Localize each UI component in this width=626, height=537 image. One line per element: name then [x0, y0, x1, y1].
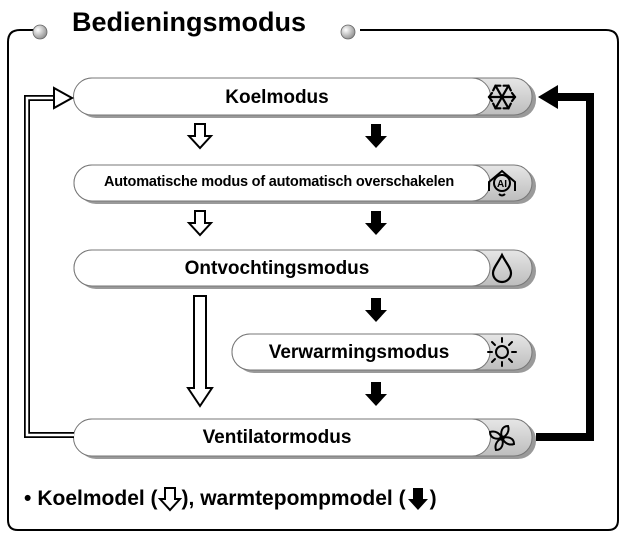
- left-return-arrowhead: [53, 86, 75, 110]
- hollow-arrow-1: [186, 123, 214, 150]
- mode-label-automatisch: Automatische modus of automatisch oversc…: [104, 174, 454, 190]
- outer-frame: [7, 29, 619, 531]
- pill-ventilator: [73, 418, 536, 459]
- solid-arrow-1: [365, 124, 387, 148]
- right-return-line: [536, 93, 594, 441]
- legend-footer: • Koelmodel ( ), warmtepompmodel ( ): [24, 486, 437, 512]
- sun-icon: [487, 337, 517, 367]
- legend-hollow-arrow-icon: [157, 487, 182, 512]
- auto-ai-icon: AI: [488, 169, 516, 197]
- mode-label-koelmodus: Koelmodus: [225, 87, 329, 108]
- water-drop-icon: [491, 252, 513, 284]
- left-return-line-inner: [25, 96, 74, 437]
- fan-icon: [488, 424, 516, 452]
- mode-label-ventilator: Ventilatormodus: [202, 427, 352, 448]
- left-return-line: [24, 95, 74, 438]
- snowflake-icon: [487, 84, 517, 110]
- mode-label-ontvochting: Ontvochtingsmodus: [184, 258, 370, 279]
- frame-knob-left: [32, 24, 48, 40]
- solid-arrow-4: [365, 382, 387, 406]
- solid-arrow-3: [365, 298, 387, 322]
- diagram-title: Bedieningsmodus: [68, 7, 311, 38]
- svg-text:AI: AI: [497, 179, 507, 190]
- legend-solid-arrow-icon: [407, 488, 428, 510]
- solid-arrow-2: [365, 211, 387, 235]
- legend-text-close: ): [429, 487, 437, 510]
- legend-text-koelmodel: Koelmodel (: [37, 487, 158, 510]
- frame-knob-right: [340, 24, 356, 40]
- mode-label-verwarming: Verwarmingsmodus: [268, 342, 450, 363]
- pill-ontvochting: [73, 249, 536, 289]
- hollow-arrow-long: [186, 295, 214, 408]
- legend-text-warmtepomp: ), warmtepompmodel (: [181, 487, 406, 510]
- hollow-arrow-2: [186, 210, 214, 237]
- legend-bullet: •: [24, 487, 32, 510]
- pill-koelmodus: [73, 77, 536, 118]
- right-return-arrowhead: [538, 85, 558, 109]
- pill-automatisch: [73, 164, 536, 204]
- pill-verwarming: [231, 333, 536, 373]
